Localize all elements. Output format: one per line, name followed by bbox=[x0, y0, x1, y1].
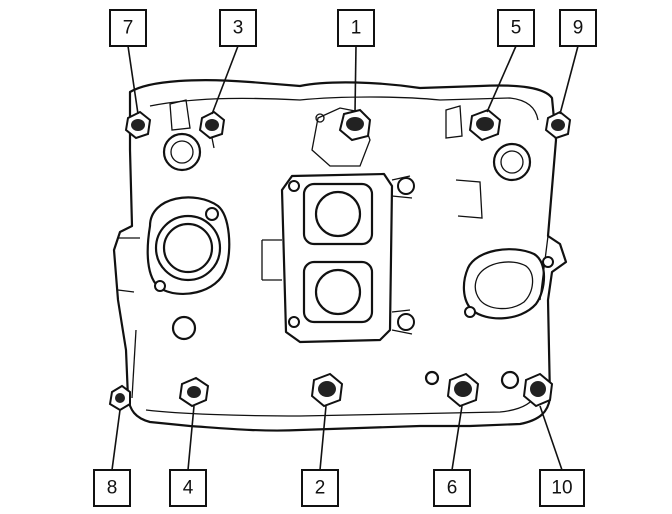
callout-1-label: 1 bbox=[351, 18, 362, 39]
bolt-10 bbox=[522, 372, 554, 408]
callout-4-label: 4 bbox=[183, 478, 194, 499]
bolt-7 bbox=[124, 110, 152, 140]
callout-5-label: 5 bbox=[511, 18, 522, 39]
callout-10: 10 bbox=[539, 469, 585, 507]
leader-10 bbox=[539, 405, 563, 471]
callout-9: 9 bbox=[559, 9, 597, 47]
leader-3 bbox=[211, 45, 239, 115]
leader-7 bbox=[127, 45, 139, 115]
bolt-3 bbox=[198, 110, 226, 149]
bolt-8 bbox=[108, 384, 131, 412]
callout-2-label: 2 bbox=[315, 478, 326, 499]
callout-7: 7 bbox=[109, 9, 147, 47]
callout-10-label: 10 bbox=[551, 478, 572, 499]
leader-5 bbox=[486, 45, 517, 113]
throttle-body-pad bbox=[261, 107, 415, 344]
bolt-5 bbox=[468, 108, 502, 142]
leader-lines bbox=[111, 45, 579, 471]
leader-8 bbox=[111, 409, 121, 471]
left-port-flange bbox=[146, 99, 231, 341]
bolt-2 bbox=[310, 372, 344, 408]
callout-5: 5 bbox=[497, 9, 535, 47]
callout-8-label: 8 bbox=[107, 478, 118, 499]
callout-2: 2 bbox=[301, 469, 339, 507]
leader-9 bbox=[559, 45, 579, 115]
leader-6 bbox=[451, 405, 463, 471]
callout-6-label: 6 bbox=[447, 478, 458, 499]
callout-3-label: 3 bbox=[233, 18, 244, 39]
leader-4 bbox=[187, 405, 195, 471]
callout-8: 8 bbox=[93, 469, 131, 507]
callout-9-label: 9 bbox=[573, 18, 584, 39]
bolt-1 bbox=[338, 108, 372, 142]
right-port-flange bbox=[424, 105, 554, 390]
leader-1 bbox=[354, 45, 357, 113]
callout-1: 1 bbox=[337, 9, 375, 47]
leader-2 bbox=[319, 405, 327, 471]
callout-6: 6 bbox=[433, 469, 471, 507]
callout-3: 3 bbox=[219, 9, 257, 47]
bolt-6 bbox=[446, 372, 480, 408]
callout-4: 4 bbox=[169, 469, 207, 507]
bolt-4 bbox=[178, 376, 210, 408]
callout-7-label: 7 bbox=[123, 18, 134, 39]
bolt-9 bbox=[544, 110, 572, 140]
